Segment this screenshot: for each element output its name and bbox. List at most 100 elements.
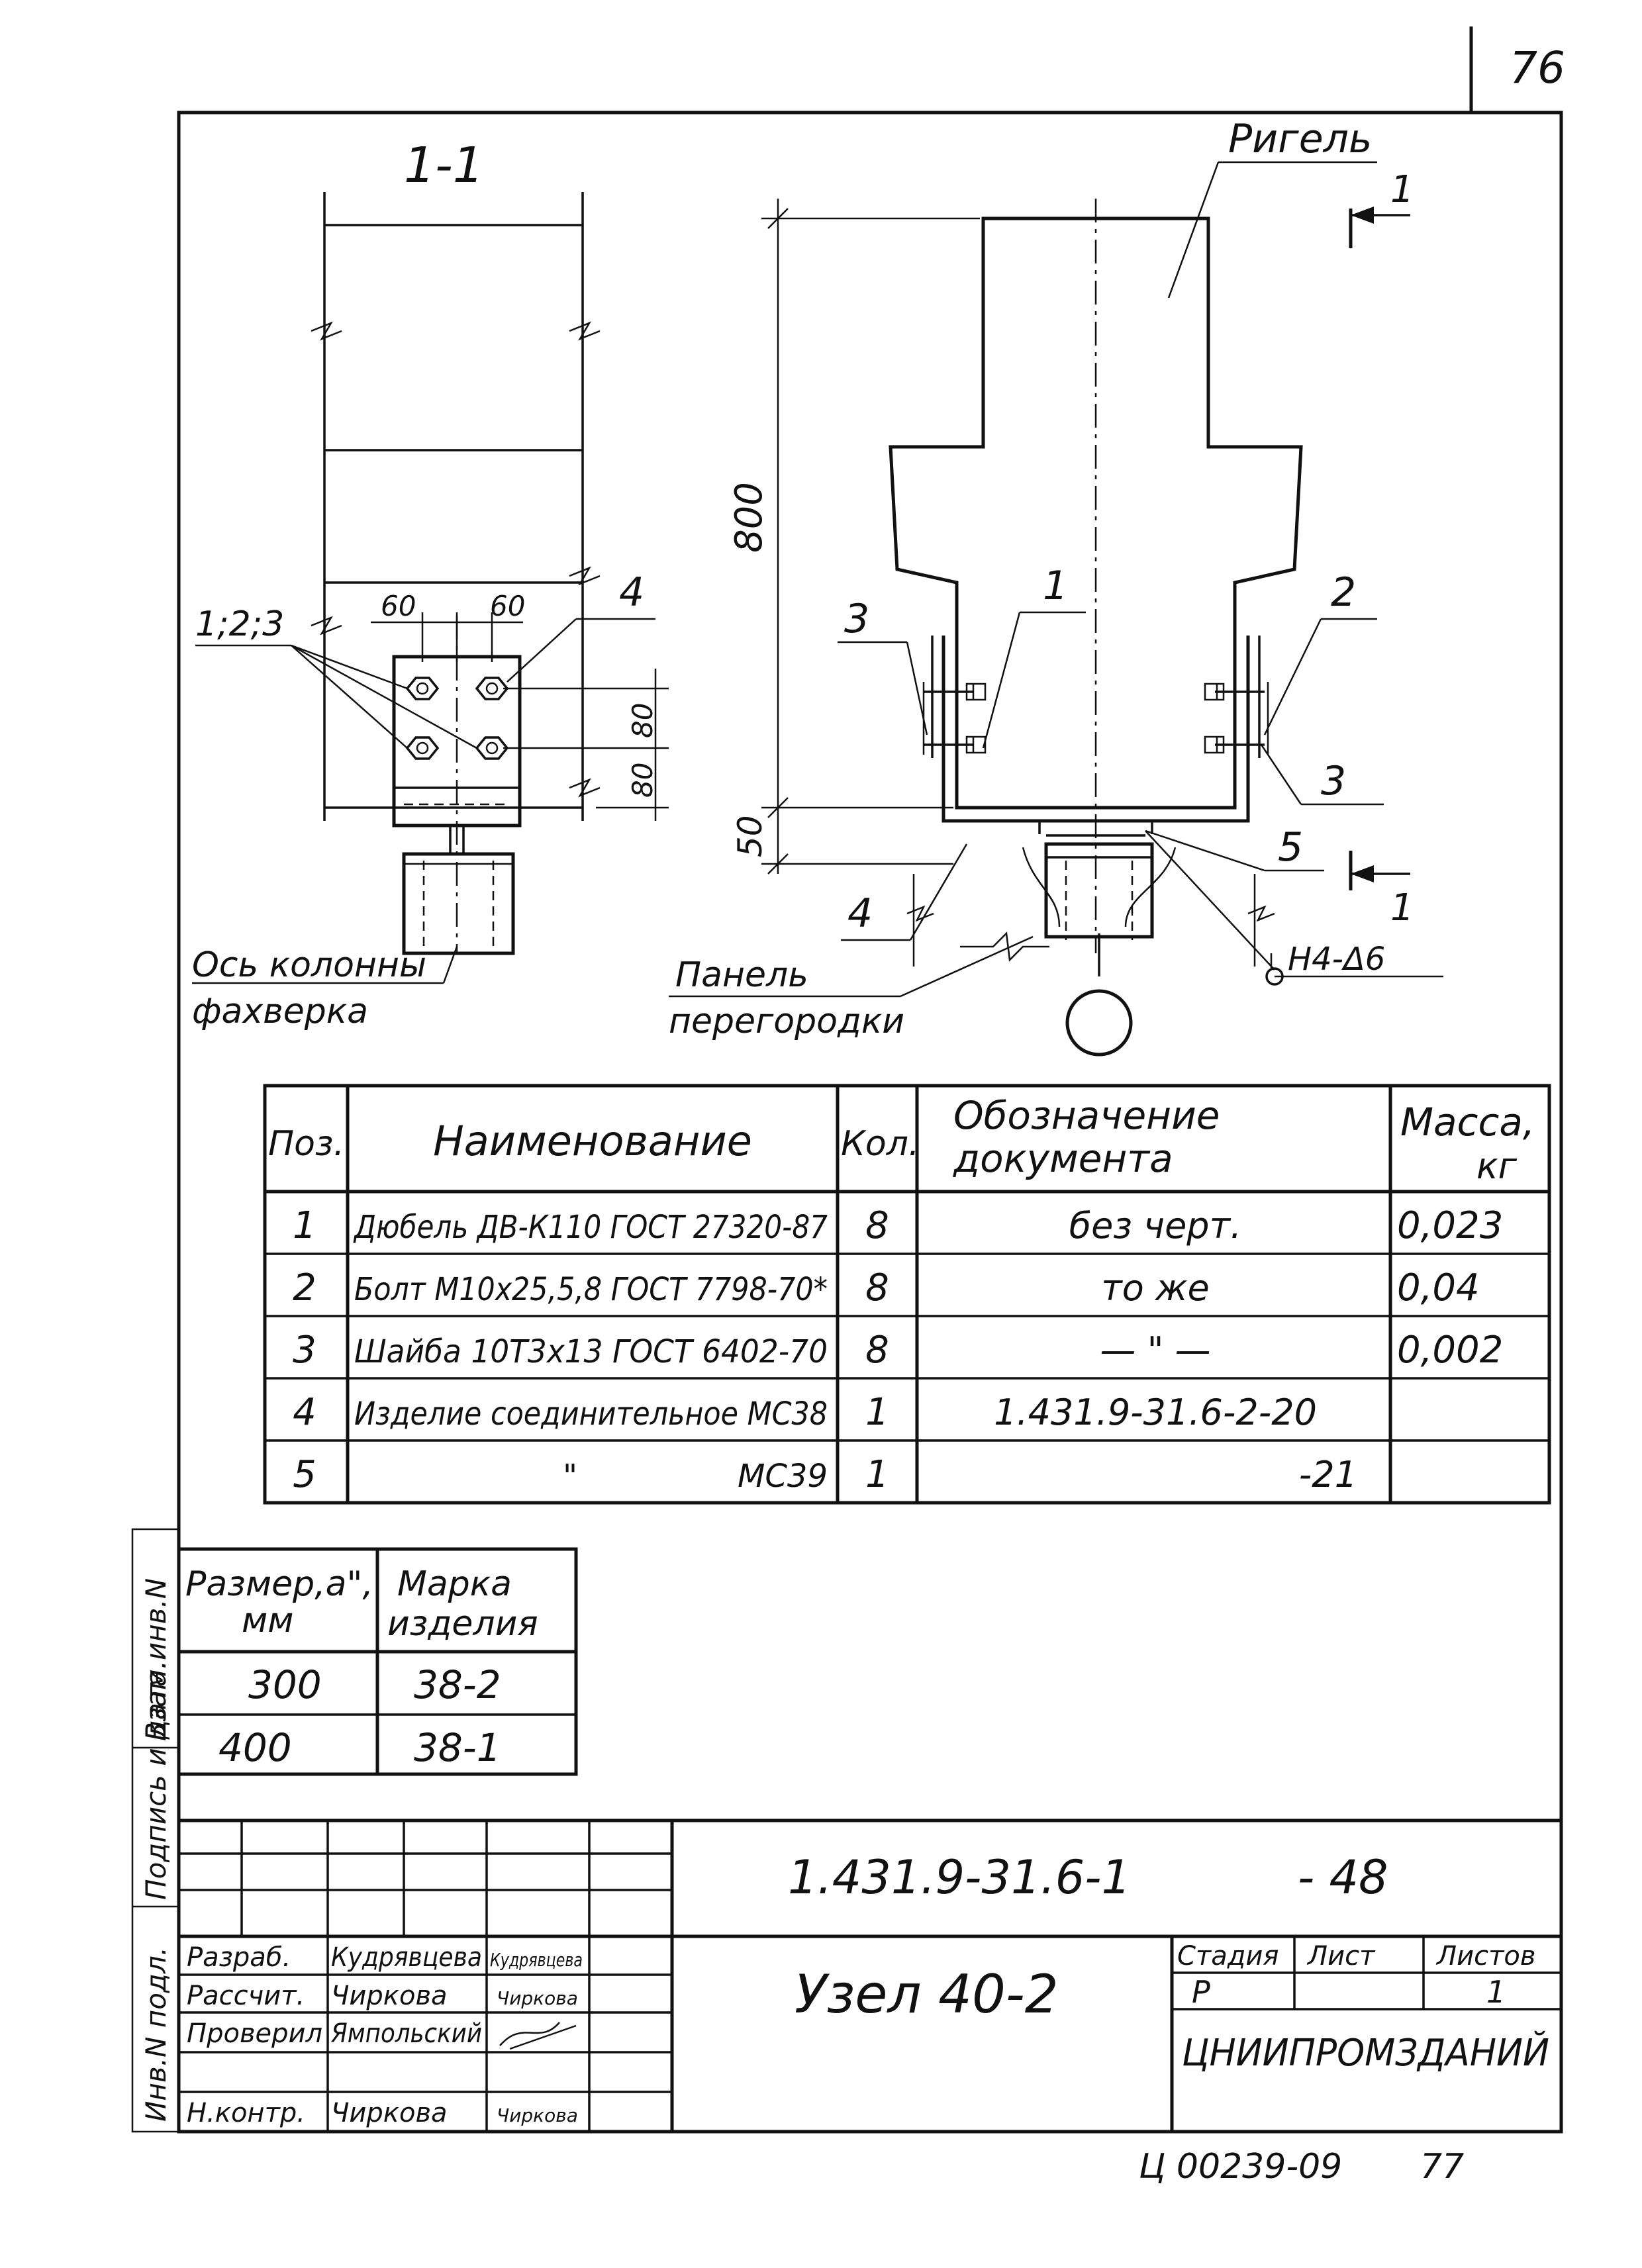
pos-3-label-left: 3 [844,596,869,642]
spec-row-name: Изделие соединительное МС38 [354,1395,828,1433]
stage-label: Стадия [1177,1941,1279,1971]
bolts-left [922,682,987,755]
signature-name: Чиркова [331,2098,448,2128]
section-1-1-view: 1-1 60 [192,137,669,1031]
spec-header-mass-line1: Масса, [1400,1100,1535,1145]
bolts-right [1204,682,1269,755]
size-row: 300 38-2 [248,1662,501,1707]
signature: Чиркова [497,2104,578,2126]
cut-mark-bottom: 1 [1390,886,1414,929]
spec-header-name: Наименование [433,1117,752,1165]
pos-2-label: 2 [1331,569,1356,616]
title-block: 1.431.9-31.6-1 - 48 Узел 40-2 Стадия Лис… [179,1819,1561,2132]
sheet-label: Лист [1306,1941,1376,1971]
size-row: 400 38-1 [218,1725,501,1770]
signature: Чиркова [497,1987,578,2009]
dim-60-left: 60 [381,590,416,622]
size-row-size: 400 [218,1725,292,1770]
spec-row-pos: 1 [293,1204,316,1247]
spec-row-pos: 5 [293,1453,316,1496]
spec-row-qty: 1 [865,1453,889,1496]
spec-row: 5 " МС39 1 -21 [293,1453,1357,1496]
size-row-mark: 38-2 [414,1662,501,1707]
signature-scribble [499,2022,577,2050]
panel-label-line1: Панель [675,955,808,995]
spec-row-pos: 2 [293,1266,316,1309]
bolt-heads [405,677,509,760]
size-row-size: 300 [248,1662,322,1707]
drawing-title: Узел 40-2 [795,1963,1059,2025]
spec-row-name: Дюбель ДВ-К110 ГОСТ 27320-87 [353,1209,828,1246]
pos-1-label: 1 [1043,563,1068,609]
spec-row-name: Болт М10х25,5,8 ГОСТ 7798-70* [354,1271,828,1308]
rigel-label: Ригель [1228,116,1372,162]
spec-table: Поз. Наименование Кол. Обозначение докум… [263,1084,1551,1505]
dim-800: 800 [728,482,771,553]
spec-row: 1 Дюбель ДВ-К110 ГОСТ 27320-87 8 без чер… [293,1204,1503,1247]
spec-row-qty: 8 [865,1329,889,1372]
main-elevation-view: Ригель 1 [669,116,1443,1057]
signature-row: Рассчит. Чиркова Чиркова [187,1981,578,2011]
side-stamp: Взам.инв.N Подпись и дата Инв.N подл. [132,1578,179,2122]
section-label: 1-1 [404,137,484,194]
size-row-mark: 38-1 [414,1725,501,1770]
spec-row-pos: 3 [293,1329,316,1372]
signature-name: Кудрявцева [331,1942,482,1973]
column-axis-label-line2: фахверка [192,992,368,1031]
spec-header-pos: Поз. [268,1124,344,1164]
doc-code-suffix: - 48 [1298,1850,1388,1905]
pos-5-label: 5 [1278,824,1303,871]
size-table: Размер,а", мм Марка изделия 300 38-2 400… [177,1547,578,1776]
signature-role: Проверил [187,2018,322,2049]
spec-row-name-right: МС39 [738,1458,828,1495]
sheets-label: Листов [1435,1941,1535,1971]
spec-row-doc: — " — [1100,1329,1210,1371]
spec-row-mass: 0,023 [1397,1204,1503,1247]
spec-row-pos: 4 [293,1391,316,1434]
spec-row: 3 Шайба 10Т3х13 ГОСТ 6402-70 8 — " — 0,0… [293,1329,1503,1372]
dim-80-lower: 80 [626,763,659,798]
signature-name: Чиркова [331,1981,448,2011]
spec-row-doc: -21 [1299,1454,1357,1495]
sheet-frame [131,26,1563,2134]
stage-value: Р [1192,1974,1210,2010]
pos-3-label-right: 3 [1321,758,1346,804]
spec-row-name: " [563,1458,577,1495]
spec-row: 2 Болт М10х25,5,8 ГОСТ 7798-70* 8 то же … [293,1266,1480,1309]
spec-row-qty: 8 [865,1266,889,1309]
doc-code: 1.431.9-31.6-1 [788,1850,1131,1905]
signature-role: Рассчит. [187,1981,305,2011]
spec-row-qty: 8 [865,1204,889,1247]
signature: Кудрявцева [490,1949,583,1971]
spec-row-doc: то же [1101,1267,1210,1309]
spec-header-doc-line1: Обозначение [953,1093,1220,1138]
size-header-size-line1: Размер,а", [185,1564,373,1604]
size-header-mark-line1: Марка [397,1564,512,1604]
pos-4-label-right: 4 [847,890,873,937]
cut-mark-top: 1 [1390,168,1414,211]
dim-80-upper: 80 [626,703,659,738]
size-header-mark-line2: изделия [387,1604,538,1644]
signature-role: Н.контр. [187,2098,305,2128]
spec-header-mass-line2: кг [1476,1145,1518,1187]
size-header-size-line2: мм [242,1601,293,1640]
signature-row: Н.контр. Чиркова Чиркова [187,2098,578,2128]
spec-header-qty: Кол. [841,1124,920,1164]
spec-row-doc: без черт. [1069,1205,1241,1247]
spec-header-doc-line2: документа [953,1136,1173,1181]
signature-row: Проверил Ямпольский [187,2018,577,2050]
signature-row: Разраб. Кудрявцева Кудрявцева [187,1942,583,1973]
pos-1-2-3-label: 1;2;3 [195,604,284,644]
spec-row-qty: 1 [865,1391,889,1434]
spec-row-name: Шайба 10Т3х13 ГОСТ 6402-70 [354,1333,828,1370]
sheet-number: 76 [1510,42,1565,93]
spec-row-mass: 0,002 [1397,1329,1503,1372]
copy-reference: Ц 00239-09 [1139,2147,1342,2187]
spec-row-mass: 0,04 [1397,1266,1480,1309]
organization: ЦНИИПРОМЗДАНИЙ [1182,2032,1549,2075]
signature-name: Ямпольский [330,2018,482,2049]
column-axis-label-line1: Ось колонны [192,945,426,985]
side-stamp-podp-data: Подпись и дата [140,1670,172,1900]
dim-50: 50 [731,815,769,857]
